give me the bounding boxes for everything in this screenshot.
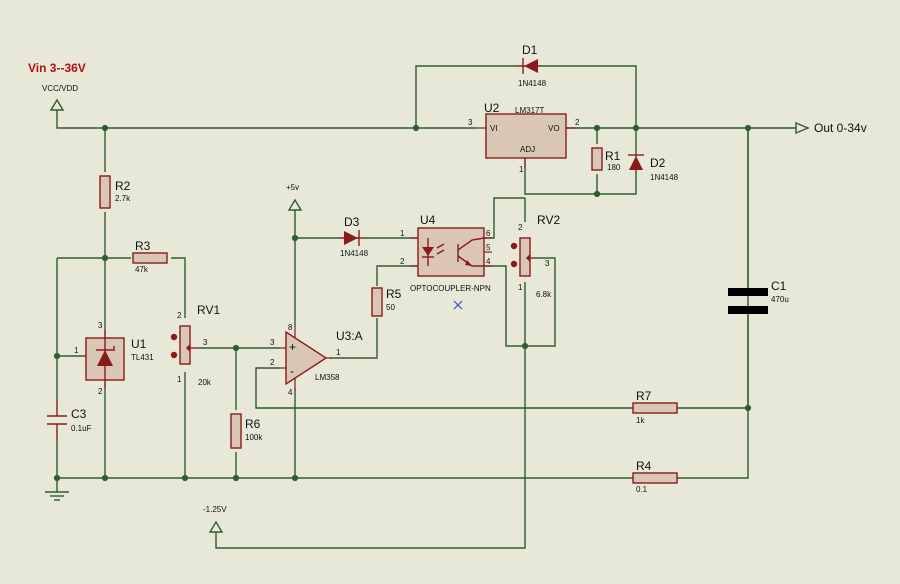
u2-pin1: 1 <box>519 165 524 174</box>
plus5v-label: +5v <box>286 183 299 192</box>
u2-pin2: 2 <box>575 118 580 127</box>
capacitor-c3: C3 0.1uF <box>47 400 92 440</box>
u4-pin5: 5 <box>486 243 491 252</box>
d3-ref: D3 <box>344 215 360 229</box>
u1-pin3: 3 <box>98 321 103 330</box>
c1-value: 470u <box>771 295 789 304</box>
d1-ref: D1 <box>522 43 538 57</box>
potentiometer-rv2: RV2 6.8k 2 3 1 <box>510 213 560 299</box>
r5-value: 50 <box>386 303 395 312</box>
resistor-r6: R6 100k <box>230 413 263 449</box>
rv1-value: 20k <box>198 378 212 387</box>
c3-value: 0.1uF <box>71 424 92 433</box>
input-terminal: Vin 3--36V VCC/VDD <box>28 61 86 111</box>
rv1-pin2: 2 <box>177 311 182 320</box>
r3-ref: R3 <box>135 239 151 253</box>
rv1-pin3: 3 <box>203 338 208 347</box>
u3-pin3: 3 <box>270 338 275 347</box>
diode-d3: D3 1N4148 <box>340 215 369 258</box>
wires <box>56 65 800 549</box>
d1-value: 1N4148 <box>518 79 547 88</box>
r1-value: 180 <box>607 163 621 172</box>
supply-label: VCC/VDD <box>42 84 78 93</box>
rv1-pin1: 1 <box>177 375 182 384</box>
d3-value: 1N4148 <box>340 249 369 258</box>
u4-pin2: 2 <box>400 257 405 266</box>
u2-vo: VO <box>548 124 560 133</box>
u1-pin1: 1 <box>74 346 79 355</box>
diode-d2: D2 1N4148 <box>628 154 679 182</box>
r7-value: 1k <box>636 416 645 425</box>
r1-ref: R1 <box>605 149 621 163</box>
d2-value: 1N4148 <box>650 173 679 182</box>
u2-adj: ADJ <box>520 145 535 154</box>
rv2-ref: RV2 <box>537 213 560 227</box>
output-label: Out 0-34v <box>814 121 867 135</box>
u1-ref: U1 <box>131 337 147 351</box>
resistor-r4: R4 0.1 <box>632 459 678 494</box>
junction-dots <box>53 124 752 482</box>
r5-ref: R5 <box>386 287 402 301</box>
u3-pin2: 2 <box>270 358 275 367</box>
rv2-value: 6.8k <box>536 290 552 299</box>
rv2-pin1: 1 <box>518 283 523 292</box>
plus5v-terminal: +5v <box>286 183 303 211</box>
u1-part: TL431 <box>131 353 154 362</box>
output-terminal: Out 0-34v <box>795 121 867 135</box>
resistor-r7: R7 1k <box>632 389 678 425</box>
r4-ref: R4 <box>636 459 652 473</box>
neg125v-terminal: -1.25V <box>203 505 227 533</box>
ground-symbol <box>45 478 69 501</box>
diode-d1: D1 1N4148 <box>518 43 547 88</box>
r6-ref: R6 <box>245 417 261 431</box>
cursor-cross-icon <box>453 300 463 310</box>
resistor-r5: R5 50 <box>371 287 402 317</box>
rv2-pin3: 3 <box>545 259 550 268</box>
c1-ref: C1 <box>771 279 787 293</box>
r7-ref: R7 <box>636 389 652 403</box>
optocoupler-u4: U4 OPTOCOUPLER-NPN 1 2 6 5 4 <box>400 213 492 310</box>
u4-pin4: 4 <box>486 257 491 266</box>
rv1-ref: RV1 <box>197 303 220 317</box>
u3-pin1: 1 <box>336 348 341 357</box>
r3-value: 47k <box>135 265 149 274</box>
r2-value: 2.7k <box>115 194 131 203</box>
c3-ref: C3 <box>71 407 87 421</box>
shunt-regulator-u1: U1 TL431 1 3 2 <box>74 321 154 396</box>
u4-part: OPTOCOUPLER-NPN <box>410 284 491 293</box>
u4-pin6: 6 <box>486 229 491 238</box>
u4-pin1: 1 <box>400 229 405 238</box>
opamp-u3a: + - U3:A LM358 8 3 2 1 4 <box>270 323 363 397</box>
d2-ref: D2 <box>650 156 666 170</box>
u2-vi: VI <box>490 124 498 133</box>
potentiometer-rv1: RV1 20k 2 3 1 <box>170 303 220 387</box>
u2-part: LM317T <box>515 106 544 115</box>
r6-value: 100k <box>245 433 263 442</box>
rv2-pin2: 2 <box>518 223 523 232</box>
input-title: Vin 3--36V <box>28 61 86 75</box>
u1-pin2: 2 <box>98 387 103 396</box>
u3-minus: - <box>290 364 294 378</box>
resistor-r2: R2 2.7k <box>99 175 131 209</box>
u3-part: LM358 <box>315 373 340 382</box>
u2-ref: U2 <box>484 101 500 115</box>
neg125v-label: -1.25V <box>203 505 227 514</box>
u3-ref: U3:A <box>336 329 363 343</box>
regulator-u2: U2 LM317T VI VO ADJ 3 2 1 <box>468 101 580 174</box>
u3-pin8: 8 <box>288 323 293 332</box>
u3-pin4: 4 <box>288 388 293 397</box>
resistor-r3: R3 47k <box>132 239 168 274</box>
r2-ref: R2 <box>115 179 131 193</box>
u3-plus: + <box>289 340 296 354</box>
u4-ref: U4 <box>420 213 436 227</box>
resistor-r1: R1 180 <box>591 147 621 172</box>
u2-pin3: 3 <box>468 118 473 127</box>
r4-value: 0.1 <box>636 485 648 494</box>
capacitor-c1: C1 470u <box>728 128 789 408</box>
